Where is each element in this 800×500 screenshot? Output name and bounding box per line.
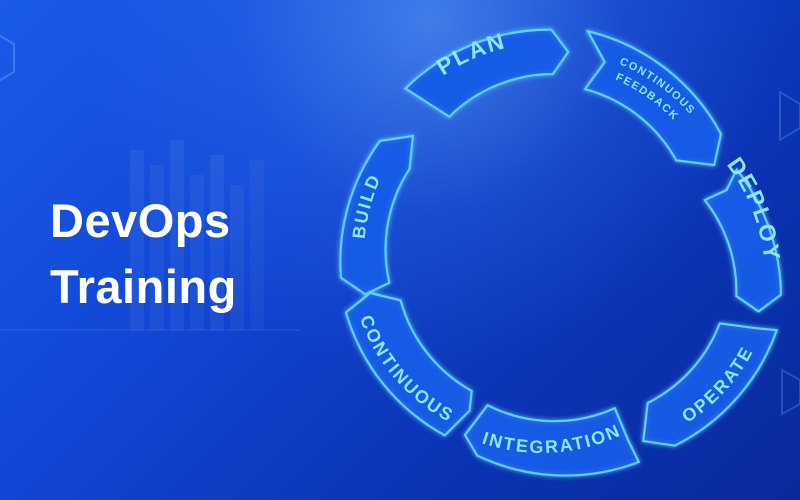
segment-integration [463, 403, 641, 477]
title-line-1: DevOps [50, 194, 231, 247]
page-title: DevOps Training [50, 188, 237, 320]
segment-deploy [703, 167, 783, 313]
segment-plan [403, 28, 570, 119]
segment-continuous-feedback [583, 29, 723, 167]
segment-build [339, 134, 415, 296]
segment-operate [642, 322, 779, 447]
title-line-2: Training [50, 260, 237, 313]
